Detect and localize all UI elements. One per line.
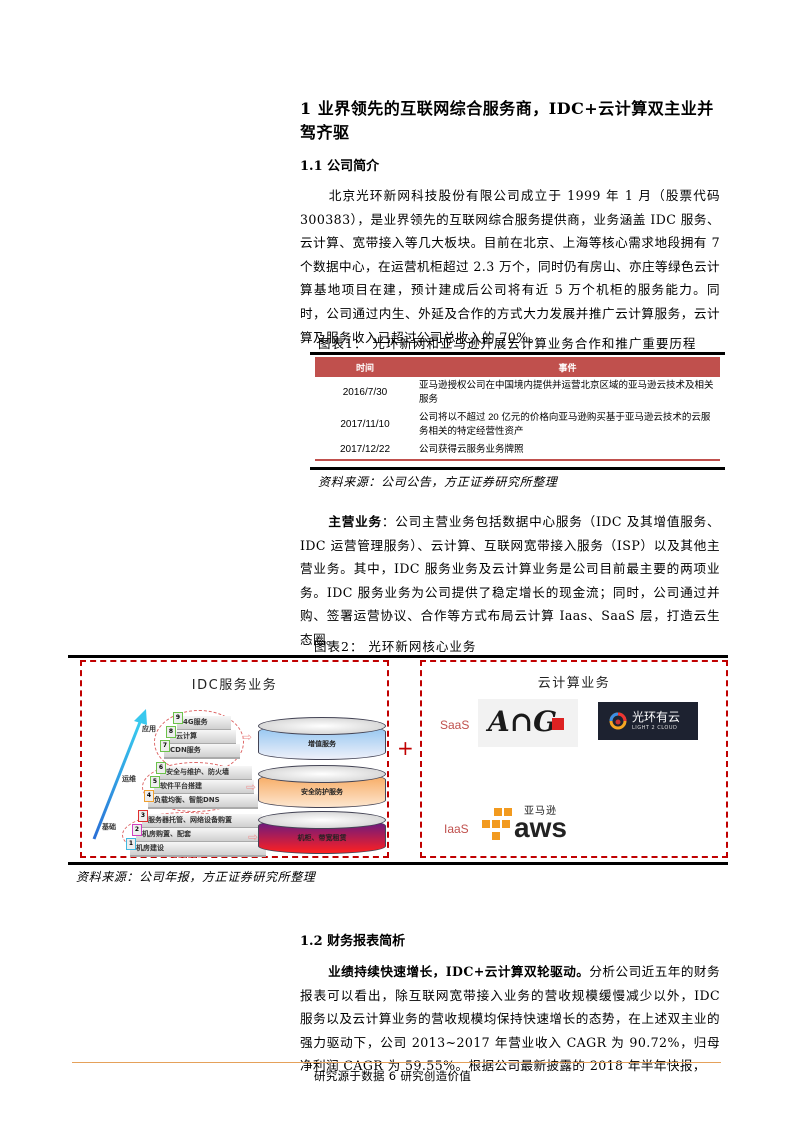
table-row: 2017/11/10 公司将以不超过 20 亿元的价格向亚马逊购买基于亚马逊云技… — [315, 409, 720, 441]
figure-2-caption: 图表2： 光环新网核心业务 — [314, 639, 477, 654]
cylinder-top — [258, 765, 386, 783]
section-1-heading: 1 业界领先的互联网综合服务商，IDC+云计算双主业并驾齐驱 — [300, 99, 714, 142]
growth-arrow-icon — [92, 709, 147, 840]
step-2: 机房购置、配套 — [136, 828, 264, 843]
main-business-text: ：公司主营业务包括数据中心服务（IDC 及其增值服务、IDC 运营管理服务）、云… — [300, 514, 720, 647]
arrow-right-icon: ⇨ — [242, 730, 253, 744]
footer-text: 研究源于数据 6 研究创造价值 — [314, 1069, 472, 1083]
table-row: 2017/12/22 公司获得云服务业务牌照 — [315, 441, 720, 461]
step-badge-7: 7 — [160, 740, 170, 752]
plus-sign: + — [397, 736, 414, 760]
step-4: 负载均衡、智能DNS — [148, 794, 258, 809]
table-header-row: 时间 事件 — [315, 357, 720, 377]
cloud-business-panel: 云计算业务 SaaS IaaS A∩G 光环有云 LIGHT 2 CLOUD 亚… — [420, 660, 728, 858]
cylinder-top — [258, 811, 386, 829]
light2cloud-en-text: LIGHT 2 CLOUD — [632, 725, 678, 731]
ang-seal-icon — [552, 718, 564, 730]
light2cloud-logo: 光环有云 LIGHT 2 CLOUD — [598, 702, 698, 740]
main-business-lead: 主营业务 — [328, 514, 382, 529]
cylinder-top — [258, 717, 386, 735]
step-badge-6: 6 — [156, 762, 166, 774]
financial-lead: 业绩持续快速增长，IDC+云计算双轮驱动。 — [328, 964, 590, 979]
table-row: 2016/7/30 亚马逊授权公司在中国境内提供并运营北京区域的亚马逊云技术及相… — [315, 377, 720, 409]
cylinder-value-added: 增值服务 — [258, 717, 386, 760]
saas-label: SaaS — [440, 718, 470, 732]
figure-1-top-rule — [310, 352, 725, 355]
step-badge-4: 4 — [144, 790, 154, 802]
arrow-right-icon: ⇨ — [246, 780, 257, 794]
company-intro-text: 北京光环新网科技股份有限公司成立于 1999 年 1 月（股票代码 300383… — [300, 188, 720, 345]
step-8: 云计算 — [170, 730, 236, 745]
cylinder-security: 安全防护服务 — [258, 765, 386, 808]
figure-1-table-wrap: 时间 事件 2016/7/30 亚马逊授权公司在中国境内提供并运营北京区域的亚马… — [315, 357, 720, 461]
row-date: 2016/7/30 — [342, 387, 388, 398]
header-event: 事件 — [415, 357, 720, 377]
ang-logo: A∩G — [478, 699, 578, 747]
figure-1-source: 资料来源：公司公告，方正证券研究所整理 — [318, 475, 558, 489]
cylinder-rack-bandwidth: 机柜、带宽租赁 — [258, 811, 386, 854]
step-badge-3: 3 — [138, 810, 148, 822]
iaas-label: IaaS — [444, 822, 469, 836]
cloud-panel-title: 云计算业务 — [537, 676, 611, 691]
cylinder-label: 机柜、带宽租赁 — [297, 834, 347, 842]
group-label-application: 应用 — [142, 725, 156, 733]
step-badge-2: 2 — [132, 824, 142, 836]
cylinder-label: 增值服务 — [308, 740, 336, 748]
figure-2-bottom-rule — [68, 862, 728, 865]
idc-panel-title: IDC服务业务 — [191, 678, 278, 693]
figure-2-source: 资料来源：公司年报，方正证券研究所整理 — [76, 870, 316, 884]
aws-logo: 亚马逊 aws — [478, 802, 578, 852]
step-badge-8: 8 — [166, 726, 176, 738]
step-5: 软件平台搭建 — [154, 780, 254, 795]
row-event: 公司将以不超过 20 亿元的价格向亚马逊购买基于亚马逊云技术的云服务相关的特定经… — [419, 412, 711, 437]
row-event: 公司获得云服务业务牌照 — [415, 441, 720, 461]
step-3: 服务器托管、网络设备购置 — [142, 814, 262, 829]
main-business-paragraph: 主营业务：公司主营业务包括数据中心服务（IDC 及其增值服务、IDC 运营管理服… — [300, 510, 720, 652]
section-1-2-heading: 1.2 财务报表简析 — [300, 934, 406, 949]
group-label-operations: 运维 — [122, 775, 136, 783]
header-date: 时间 — [315, 357, 415, 377]
aws-en-text: aws — [514, 812, 567, 843]
step-badge-1: 1 — [126, 838, 136, 850]
section-1-1-heading: 1.1 公司简介 — [300, 159, 380, 174]
financial-paragraph: 业绩持续快速增长，IDC+云计算双轮驱动。分析公司近五年的财务报表可以看出，除互… — [300, 960, 720, 1078]
financial-text: 分析公司近五年的财务报表可以看出，除互联网宽带接入业务的营收规模缓慢减少以外，I… — [300, 964, 720, 1074]
aws-cn-text: 亚马逊 — [524, 806, 557, 817]
figure-1-bottom-rule — [310, 467, 725, 470]
aws-cubes-icon — [482, 808, 512, 840]
step-9: 4G服务 — [177, 716, 231, 731]
arrow-right-icon: ⇨ — [248, 830, 259, 844]
figure-1-caption: 图表1： 光环新网和亚马逊开展云计算业务合作和推广重要历程 — [318, 336, 697, 351]
row-date: 2017/12/22 — [315, 441, 415, 461]
step-badge-5: 5 — [150, 776, 160, 788]
group-label-foundation: 基础 — [102, 823, 116, 831]
step-1: 机房建设 — [130, 842, 266, 857]
figure-2-top-rule — [68, 655, 728, 658]
row-date: 2017/11/10 — [340, 419, 390, 430]
footer-rule — [72, 1062, 721, 1063]
row-event: 亚马逊授权公司在中国境内提供并运营北京区域的亚马逊云技术及相关服务 — [419, 380, 714, 405]
light2cloud-ring-icon — [609, 712, 627, 730]
step-6: 安全与维护、防火墙 — [160, 766, 252, 781]
ang-logo-text: A∩G — [488, 705, 558, 738]
milestone-table: 时间 事件 2016/7/30 亚马逊授权公司在中国境内提供并运营北京区域的亚马… — [315, 357, 720, 461]
company-intro-paragraph: 北京光环新网科技股份有限公司成立于 1999 年 1 月（股票代码 300383… — [300, 184, 720, 349]
cylinder-label: 安全防护服务 — [301, 788, 343, 796]
idc-business-panel: IDC服务业务 应用 运维 基础 4G服务 云计算 CDN服务 安全与维护、防火… — [80, 660, 389, 858]
step-7: CDN服务 — [164, 744, 240, 759]
step-badge-9: 9 — [173, 712, 183, 724]
light2cloud-cn-text: 光环有云 — [632, 710, 681, 724]
